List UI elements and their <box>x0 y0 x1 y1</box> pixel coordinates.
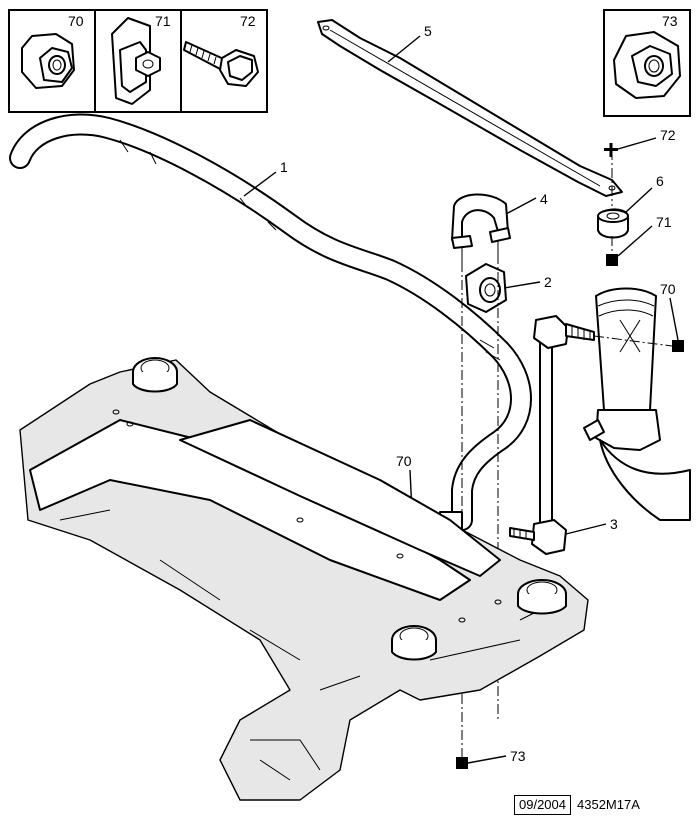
inset-label-71: 71 <box>155 13 171 29</box>
square-marker-71 <box>606 254 618 266</box>
callout-71: 71 <box>656 214 672 230</box>
callout-4: 4 <box>540 191 548 207</box>
callout-6: 6 <box>656 173 664 189</box>
callout-5: 5 <box>424 23 432 39</box>
screw-icon <box>183 41 259 87</box>
inset-box-73: 73 <box>603 9 691 117</box>
callout-2: 2 <box>544 274 552 290</box>
callout-3: 3 <box>610 516 618 532</box>
part-3-drop-link <box>509 315 595 555</box>
inset-box-70: 70 <box>8 9 96 113</box>
callout-70-right: 70 <box>660 281 676 297</box>
drawing-footer: 09/2004 4352M17A <box>514 795 640 815</box>
plus-marker-72 <box>604 143 618 157</box>
callout-70-left: 70 <box>396 453 412 469</box>
inset-label-72: 72 <box>240 13 256 29</box>
flange-nut-icon <box>21 33 75 89</box>
drawing-code: 4352M17A <box>577 797 640 812</box>
square-marker-70-right <box>672 340 684 352</box>
callout-1: 1 <box>280 159 288 175</box>
square-marker-73 <box>456 757 468 769</box>
drawing-date: 09/2004 <box>514 795 571 815</box>
part-2-bush <box>465 263 507 313</box>
callout-73: 73 <box>510 748 526 764</box>
inset-label-70: 70 <box>68 13 84 29</box>
strut-assembly <box>583 287 691 521</box>
callout-72: 72 <box>660 127 676 143</box>
inset-box-71: 71 <box>94 9 182 113</box>
part-5-bracket-bar <box>317 19 623 197</box>
part-4-bush-clamp <box>451 193 511 262</box>
inset-box-72: 72 <box>180 9 268 113</box>
inset-label-73: 73 <box>662 13 678 29</box>
front-subframe <box>19 357 589 801</box>
clip-nut-icon <box>111 17 161 105</box>
hex-flange-nut-icon <box>613 31 681 99</box>
part-6-bush <box>597 208 629 239</box>
